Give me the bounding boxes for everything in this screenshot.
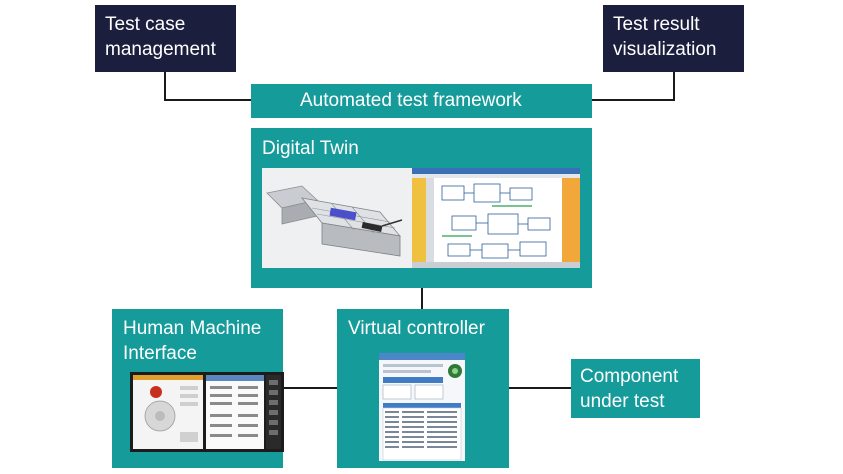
- hmi-line2: Interface: [123, 343, 197, 364]
- component-under-test-line2: under test: [580, 391, 665, 412]
- test-result-visualization-line1: Test result: [613, 14, 700, 35]
- digital-twin-box: Digital Twin: [251, 128, 592, 288]
- virtual-controller-box: Virtual controller: [337, 309, 509, 468]
- connector-twin-to-controller: [421, 287, 423, 309]
- digital-twin-plc-software-image: [412, 168, 580, 268]
- connector-result-to-framework: [673, 72, 675, 101]
- connector-test-case-to-framework-h: [164, 99, 252, 101]
- digital-twin-3d-model-image: [262, 168, 412, 268]
- test-case-management-line2: management: [105, 39, 216, 60]
- test-case-management-line1: Test case: [105, 14, 186, 35]
- connector-result-to-framework-h: [590, 99, 675, 101]
- connector-test-case-to-framework: [164, 72, 166, 101]
- component-under-test-line1: Component: [580, 366, 679, 387]
- connector-controller-to-component: [508, 387, 572, 389]
- human-machine-interface-box: Human Machine Interface: [112, 309, 284, 468]
- test-result-visualization-box: Test result visualization: [603, 5, 744, 72]
- connector-hmi-to-controller: [283, 387, 338, 389]
- hmi-line1: Human Machine: [123, 318, 262, 339]
- virtual-controller-label: Virtual controller: [348, 318, 485, 339]
- digital-twin-label: Digital Twin: [262, 138, 359, 159]
- test-result-visualization-line2: visualization: [613, 39, 717, 60]
- automated-test-framework-box: Automated test framework: [251, 84, 592, 118]
- test-case-management-box: Test case management: [95, 5, 236, 72]
- automated-test-framework-label: Automated test framework: [300, 90, 522, 111]
- hmi-screen-image: [130, 372, 284, 452]
- component-under-test-box: Component under test: [571, 359, 700, 418]
- virtual-controller-panel-image: [379, 353, 465, 461]
